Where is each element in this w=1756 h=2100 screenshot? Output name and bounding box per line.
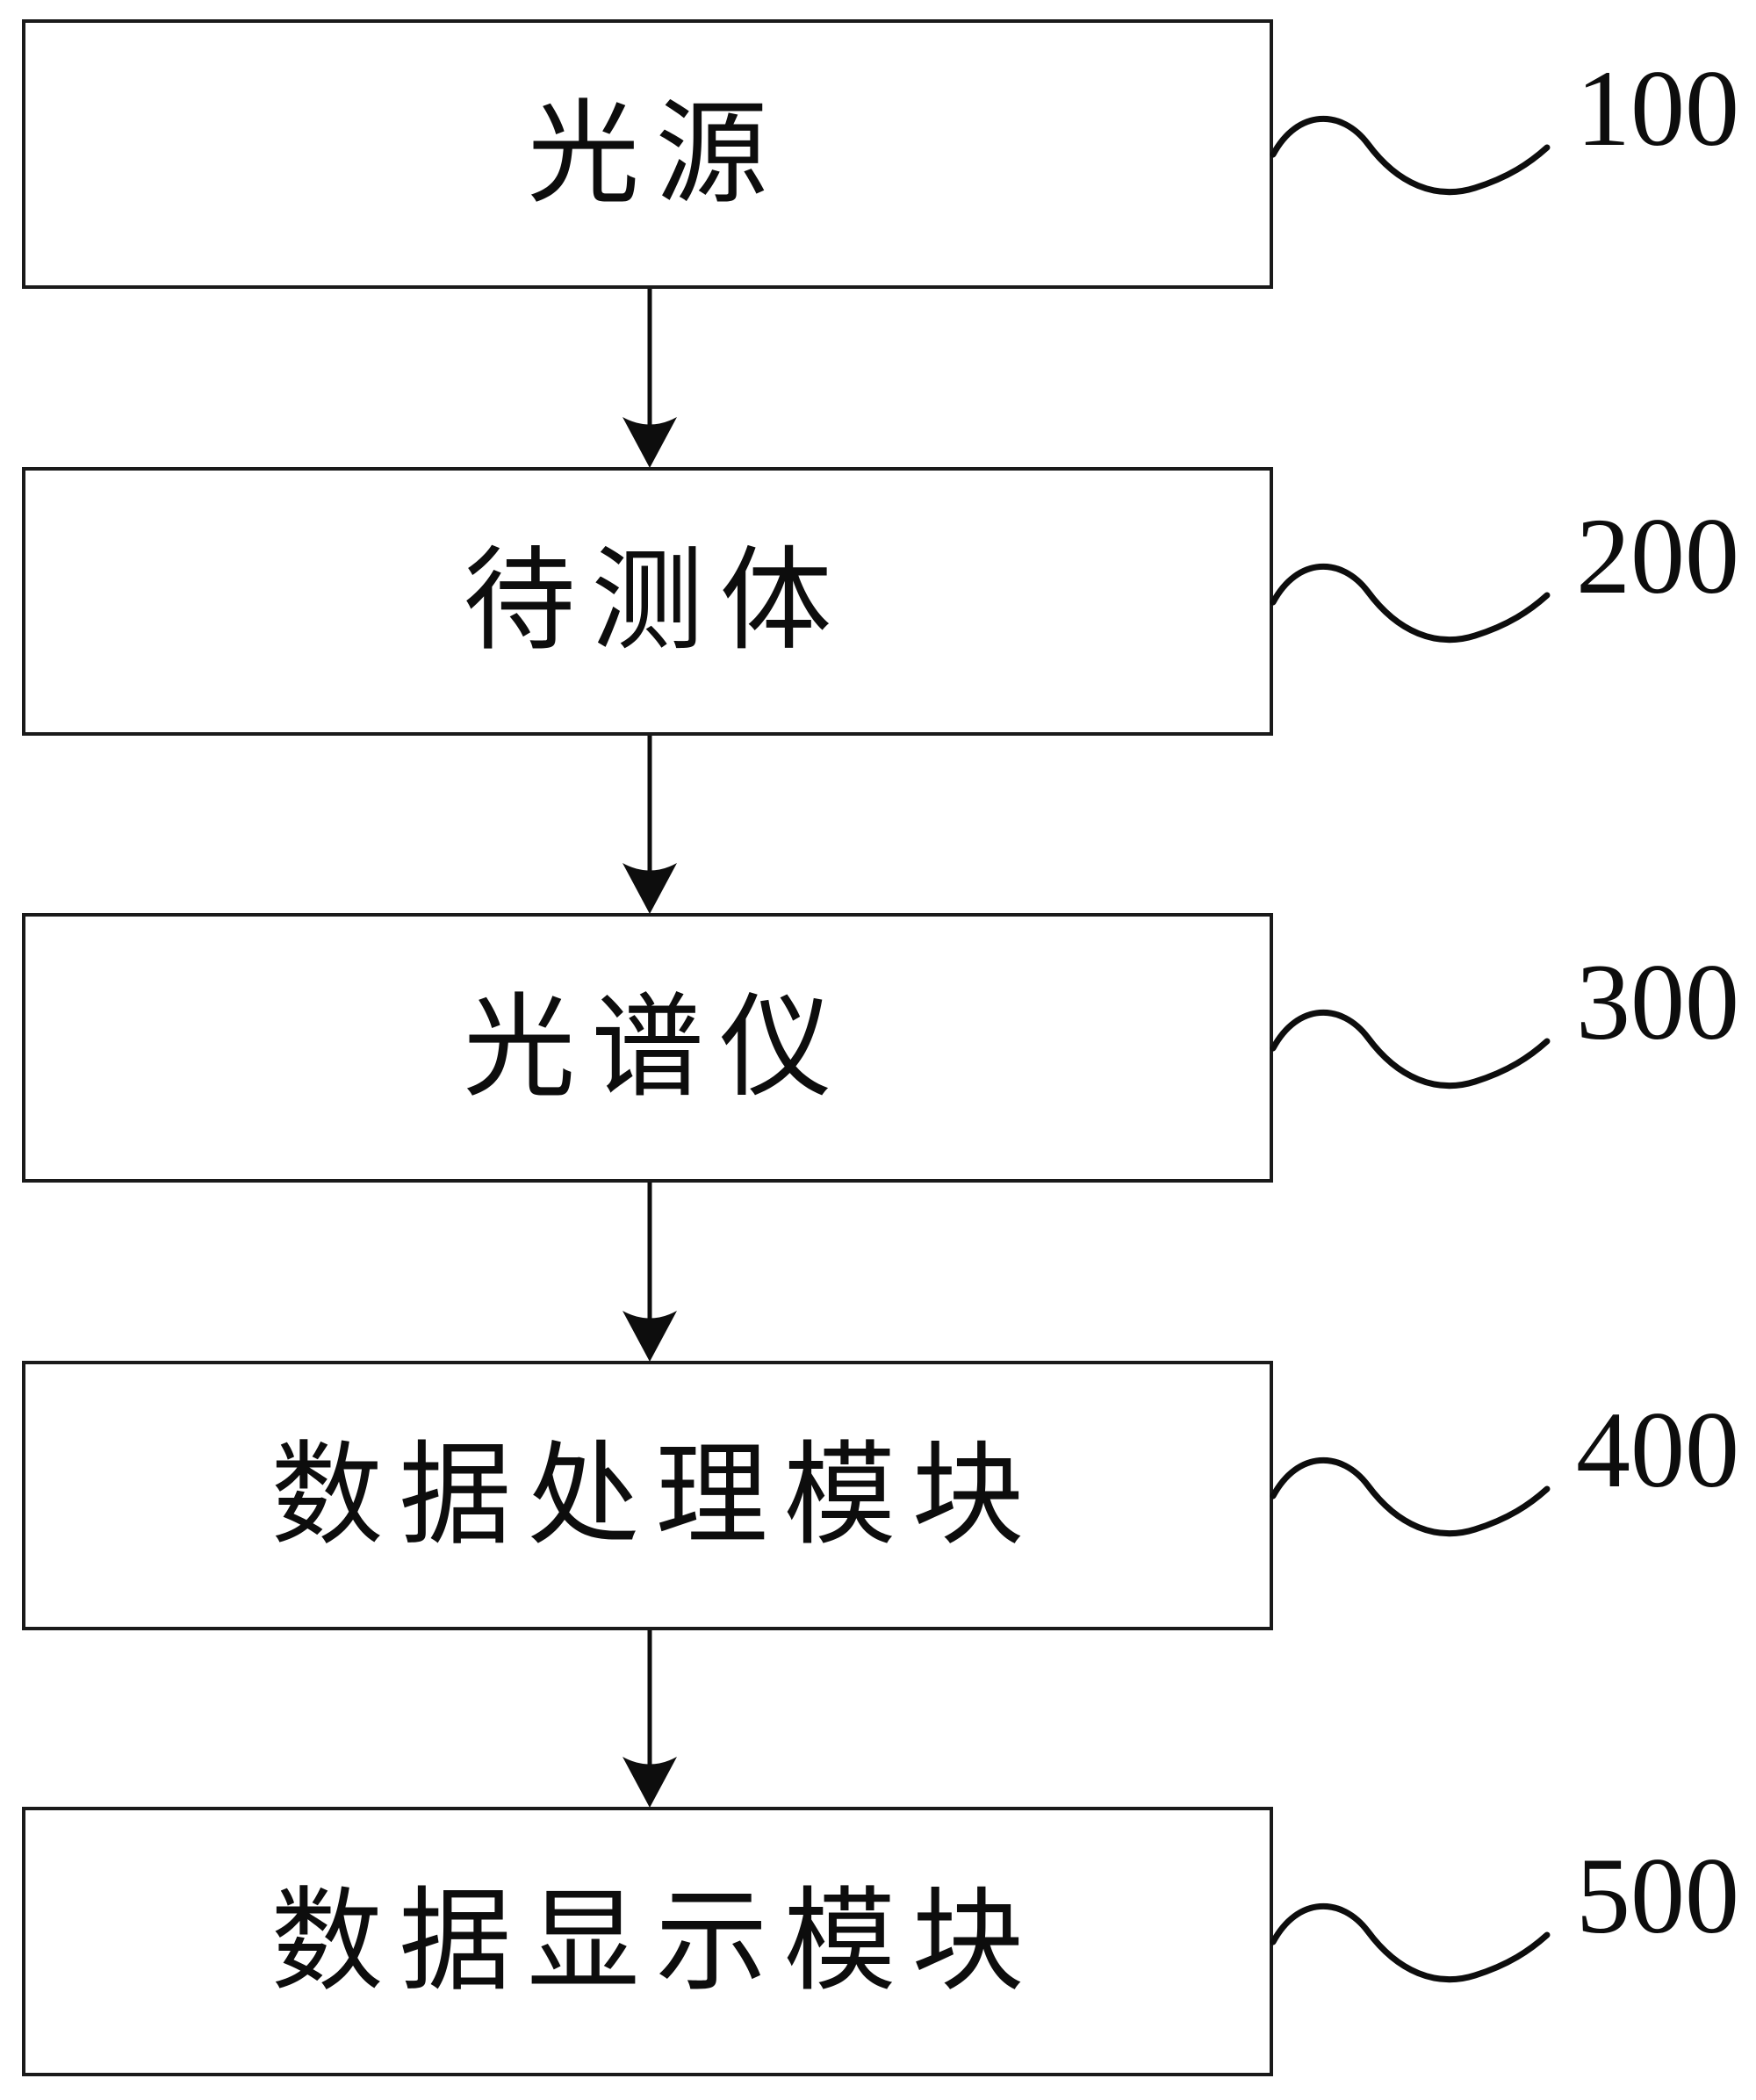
connector-arrow-2 [623,736,677,914]
connector-arrow-3 [623,1183,677,1362]
flow-box-data-processing-module: 数据处理模块 [22,1361,1273,1630]
ref-number-300: 300 [1576,942,1739,1062]
connector-arrowhead [623,417,677,468]
flow-box-label: 光谱仪 [463,982,848,1113]
connector-arrow-1 [623,289,677,468]
leader-squiggle-path [1270,1009,1551,1090]
connector-arrowhead [623,863,677,914]
ref-number-100: 100 [1576,48,1739,169]
ref-number-400: 400 [1576,1390,1739,1510]
flow-box-label: 数据处理模块 [270,1429,1040,1561]
connector-arrow-4 [623,1630,677,1808]
leader-squiggle-path [1270,563,1551,644]
flow-box-label: 待测体 [463,536,848,666]
leader-line-100 [1270,115,1551,196]
flow-box-light-source: 光源 [22,19,1273,289]
ref-number-200: 200 [1576,496,1739,616]
flow-box-label: 光源 [527,88,784,219]
ref-number-500: 500 [1576,1836,1739,1956]
flow-box-spectrometer: 光谱仪 [22,913,1273,1183]
leader-squiggle-path [1270,115,1551,196]
connector-arrowhead [623,1757,677,1808]
flow-box-object-under-test: 待测体 [22,467,1273,736]
leader-squiggle-path [1270,1456,1551,1537]
leader-squiggle-path [1270,1902,1551,1983]
leader-line-300 [1270,1009,1551,1090]
connector-arrowhead [623,1311,677,1362]
flow-box-data-display-module: 数据显示模块 [22,1807,1273,2076]
leader-line-400 [1270,1456,1551,1537]
leader-line-500 [1270,1902,1551,1983]
leader-line-200 [1270,563,1551,644]
flow-box-label: 数据显示模块 [270,1875,1040,2007]
